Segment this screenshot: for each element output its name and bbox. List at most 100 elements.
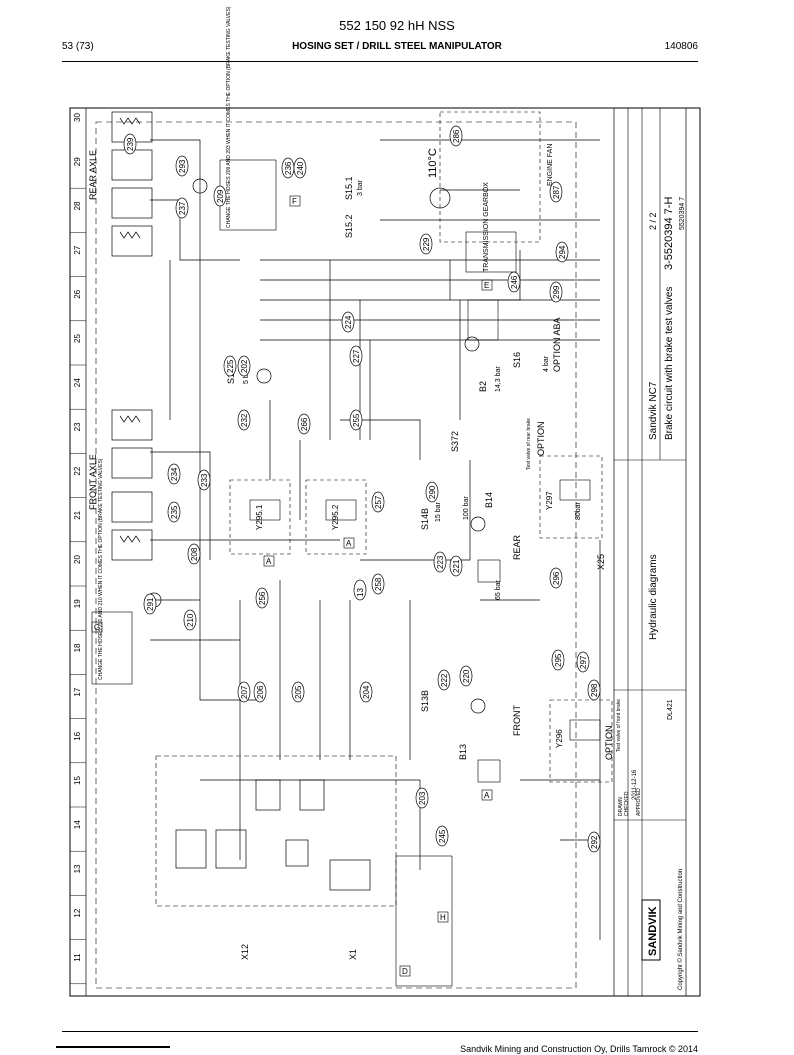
label-b2: B2: [478, 381, 488, 392]
pressure-4bar: 4 bar: [543, 355, 550, 372]
doc-number: 552 150 92 hH NSS: [339, 18, 455, 33]
pressure-14-3bar: 14,3 bar: [495, 366, 502, 392]
hose-callout: [291, 681, 305, 703]
hose-callout: [449, 555, 463, 577]
column-number: 22: [73, 466, 82, 475]
format-code: DL421: [667, 699, 674, 720]
hydraulic-lines: [150, 139, 601, 940]
hose-callout-number: 299: [552, 285, 561, 299]
note-front-hoses: CHANGE THE HOSES 291 AND 210 WHEN IT COM…: [98, 458, 104, 680]
label-x12: X12: [240, 944, 250, 960]
model-name: Sandvik NC7: [648, 381, 659, 440]
hose-callout: [549, 181, 563, 203]
hose-callout-number: 206: [256, 685, 265, 699]
hose-callout: [167, 463, 181, 485]
approved-by: APPROVED: [636, 788, 642, 816]
zone-letter-f: F: [292, 197, 297, 206]
hose-callout-number: 291: [146, 597, 155, 611]
hose-callout-number: 225: [226, 359, 235, 373]
label-s14b: S14B: [420, 508, 430, 530]
label-option-aba: OPTION ABA: [552, 317, 562, 372]
page-title: HOSING SET / DRILL STEEL MANIPULATOR: [292, 41, 502, 52]
column-number: 26: [73, 289, 82, 298]
label-b13: B13: [458, 744, 468, 760]
hose-callout-number: 220: [462, 669, 471, 683]
hose-callout-number: 298: [590, 683, 599, 697]
pressure-65bar: 65 bar: [495, 579, 502, 600]
label-temperature: 110°C: [427, 148, 439, 178]
hose-callout: [341, 311, 355, 333]
hose-callout: [143, 593, 157, 615]
zone-letter-e: E: [484, 281, 489, 290]
hose-callout: [371, 491, 385, 513]
zone-letter-d: D: [402, 967, 408, 976]
rear-axle-brakes: [111, 111, 153, 257]
pressure-15bar: 15 bar: [435, 501, 442, 522]
hose-callout-number: 237: [178, 201, 187, 215]
hose-callout-number: 234: [170, 467, 179, 481]
front-axle-brakes: [111, 409, 153, 561]
column-number: 20: [73, 555, 82, 564]
hose-callout-number: 296: [552, 571, 561, 585]
hose-callout-number: 204: [362, 685, 371, 699]
hose-callout-number: 286: [452, 129, 461, 143]
hose-callout: [213, 185, 227, 207]
hose-callout-number: 229: [422, 237, 431, 251]
column-number: 21: [73, 510, 82, 519]
hose-callout-number: 293: [178, 159, 187, 173]
zone-letter-a-2: A: [346, 539, 352, 548]
hose-callout: [223, 355, 237, 377]
hose-callout-number: 240: [296, 161, 305, 175]
column-number: 18: [73, 643, 82, 652]
note-test-front: Test valve of front brake: [616, 699, 622, 752]
column-number: 25: [73, 334, 82, 343]
hose-callout-number: 208: [190, 547, 199, 561]
column-number: 17: [73, 687, 82, 696]
hose-callout-number: 246: [510, 275, 519, 289]
hose-callout: [349, 345, 363, 367]
doc-code: 140806: [664, 41, 698, 52]
label-engine-fan: ENGINE FAN: [547, 144, 554, 186]
hose-callout-number: 203: [418, 791, 427, 805]
hose-callout: [167, 501, 181, 523]
column-number: 14: [73, 820, 82, 829]
hose-callout: [123, 133, 137, 155]
hose-callout-number: 235: [170, 505, 179, 519]
hose-callout-number: 256: [258, 591, 267, 605]
label-x25: X25: [596, 554, 606, 570]
hose-callout: [549, 567, 563, 589]
hose-callout-number: 236: [284, 161, 293, 175]
rear-axle-label: REAR AXLE: [88, 150, 98, 200]
header-rule: [62, 61, 698, 62]
note-test-rear: Test valve of rear brake: [526, 418, 532, 470]
pressure-5bar: 5 bar: [243, 367, 250, 384]
hose-callout: [183, 609, 197, 631]
label-y297: Y297: [545, 491, 554, 510]
column-number: 13: [73, 864, 82, 873]
hose-callout-number: 258: [374, 577, 383, 591]
column-number: 23: [73, 422, 82, 431]
hose-callout-number: 294: [558, 245, 567, 259]
hose-callout: [551, 649, 565, 671]
zone-letter-h: H: [440, 913, 446, 922]
label-option-rear: OPTION: [536, 421, 546, 456]
hose-callout: [437, 669, 451, 691]
checked-by: CHECKED: [624, 791, 630, 816]
label-gearbox: TRANSMISSION GEARBOX: [483, 182, 490, 272]
footer-company: Sandvik Mining and Construction Oy, Dril…: [460, 1044, 698, 1054]
hose-callout: [419, 233, 433, 255]
hose-callout-number: 292: [590, 835, 599, 849]
label-s15-1: S15.1: [344, 176, 354, 200]
column-number: 24: [73, 378, 82, 387]
label-s13b: S13B: [420, 690, 430, 712]
drawing-title: Hydraulic diagrams: [648, 554, 659, 640]
hose-callout-number: 210: [186, 613, 195, 627]
hose-callout-number: 205: [294, 685, 303, 699]
label-y295-2: Y295.2: [331, 504, 340, 530]
hose-callout-number: 245: [438, 829, 447, 843]
column-number: 27: [73, 245, 82, 254]
hose-callout-number: 207: [240, 685, 249, 699]
label-b14: B14: [484, 492, 494, 508]
hose-callout: [435, 825, 449, 847]
